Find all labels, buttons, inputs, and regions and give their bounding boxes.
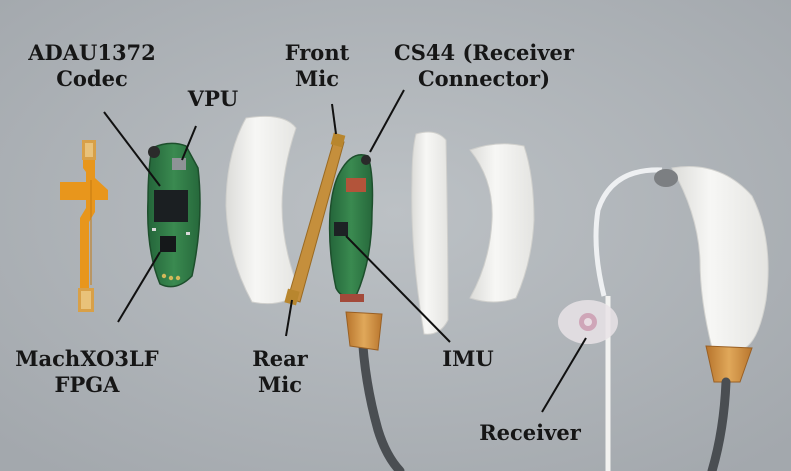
label-rear-mic: Rear Mic — [240, 346, 320, 398]
label-codec-line1: ADAU1372 — [28, 40, 156, 65]
cs44-connector — [346, 178, 366, 192]
main-pcb — [147, 142, 201, 288]
receiver-assembly — [558, 167, 663, 471]
vpu-component — [172, 158, 186, 170]
label-fpga-line2: FPGA — [54, 372, 120, 397]
label-vpu-text: VPU — [187, 86, 239, 111]
label-fpga: MachXO3LF FPGA — [12, 346, 162, 398]
label-front-mic: Front Mic — [272, 40, 362, 92]
label-receiver-connector-line2: Connector) — [417, 66, 551, 91]
label-imu: IMU — [432, 346, 504, 372]
codec-chip — [154, 190, 188, 222]
label-rear-mic-line2: Mic — [257, 372, 302, 397]
label-front-mic-line2: Mic — [294, 66, 339, 91]
leader-lines — [103, 89, 587, 413]
label-receiver-connector: CS44 (Receiver Connector) — [376, 40, 592, 92]
label-receiver: Receiver — [468, 420, 592, 446]
label-vpu: VPU — [178, 86, 248, 112]
fpga-chip — [160, 236, 176, 252]
sensor-pcb — [328, 154, 374, 302]
label-imu-text: IMU — [442, 346, 494, 371]
flex-pcb — [60, 140, 108, 312]
hearing-aid-body — [654, 166, 769, 471]
label-front-mic-line1: Front — [284, 40, 350, 65]
shell-piece-3 — [469, 143, 535, 303]
label-fpga-line1: MachXO3LF — [15, 346, 159, 371]
label-receiver-connector-line1: CS44 (Receiver — [394, 40, 574, 65]
label-codec: ADAU1372 Codec — [22, 40, 162, 92]
label-codec-line2: Codec — [56, 66, 128, 91]
mic-flex-strip — [284, 132, 346, 306]
imu-chip — [334, 222, 348, 236]
label-receiver-text: Receiver — [479, 420, 581, 445]
left-cable — [345, 311, 405, 471]
label-rear-mic-line1: Rear — [252, 346, 308, 371]
